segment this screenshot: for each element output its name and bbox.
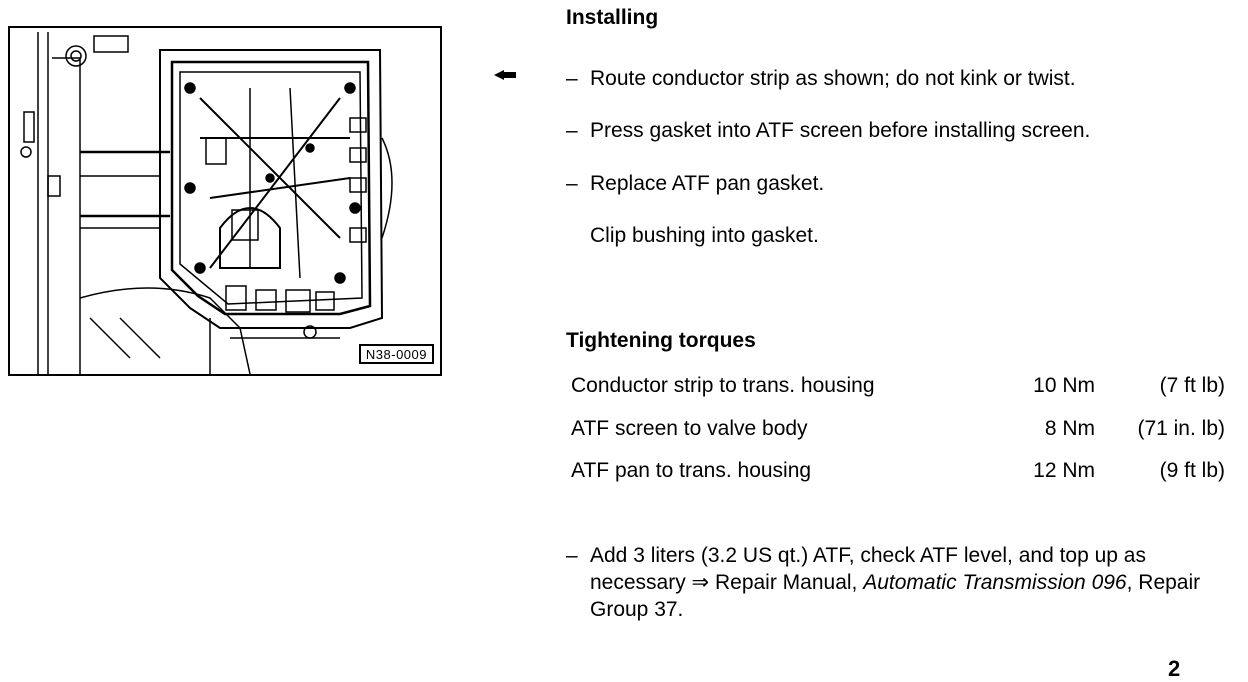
- bullet-text: Press gasket into ATF screen before inst…: [590, 119, 1091, 142]
- installing-note: Clip bushing into gasket.: [590, 224, 819, 247]
- torque-nm: 12 Nm: [1033, 459, 1095, 482]
- bullet-dash: –: [566, 119, 578, 142]
- torque-nm: 10 Nm: [1033, 374, 1095, 397]
- list-item: – Route conductor strip as shown; do not…: [566, 66, 1236, 92]
- list-item: – Press gasket into ATF screen before in…: [566, 118, 1236, 144]
- transmission-illustration: N38-0009: [8, 26, 442, 376]
- torque-part: Conductor strip to trans. housing: [571, 374, 875, 397]
- table-row: Conductor strip to trans. housing 10 Nm …: [571, 374, 1225, 402]
- bullet-dash: –: [566, 544, 578, 567]
- torque-imperial: (71 in. lb): [1137, 417, 1225, 440]
- arrow-pointer-icon: [494, 70, 516, 80]
- bullet-dash: –: [566, 172, 578, 195]
- bullet-text: Replace ATF pan gasket.: [590, 172, 825, 195]
- list-item: – Replace ATF pan gasket.: [566, 171, 1236, 197]
- figure-code: N38-0009: [358, 344, 434, 364]
- table-row: ATF screen to valve body 8 Nm (71 in. lb…: [571, 417, 1225, 445]
- valve-body-drawing: [20, 32, 393, 374]
- final-step-prefix: Add 3 liters (3.2 US qt.) ATF, check ATF…: [590, 544, 1146, 594]
- final-step-suffix: , Repair Group 37.: [590, 571, 1201, 621]
- list-item: – Add 3 liters (3.2 US qt.) ATF, check A…: [566, 542, 1218, 623]
- table-row: ATF pan to trans. housing 12 Nm (9 ft lb…: [571, 459, 1225, 487]
- manual-title: Automatic Transmission 096: [863, 571, 1127, 594]
- final-step-text: Add 3 liters (3.2 US qt.) ATF, check ATF…: [590, 542, 1218, 623]
- bullet-text: Route conductor strip as shown; do not k…: [590, 67, 1076, 90]
- bullet-dash: –: [566, 67, 578, 90]
- torque-part: ATF pan to trans. housing: [571, 459, 812, 482]
- torque-imperial: (7 ft lb): [1159, 374, 1225, 397]
- page-number: 2: [1168, 656, 1181, 681]
- torque-part: ATF screen to valve body: [571, 417, 808, 440]
- torque-nm: 8 Nm: [1044, 417, 1095, 440]
- installing-heading: Installing: [566, 6, 659, 29]
- torque-imperial: (9 ft lb): [1159, 459, 1225, 482]
- torques-heading: Tightening torques: [566, 329, 756, 352]
